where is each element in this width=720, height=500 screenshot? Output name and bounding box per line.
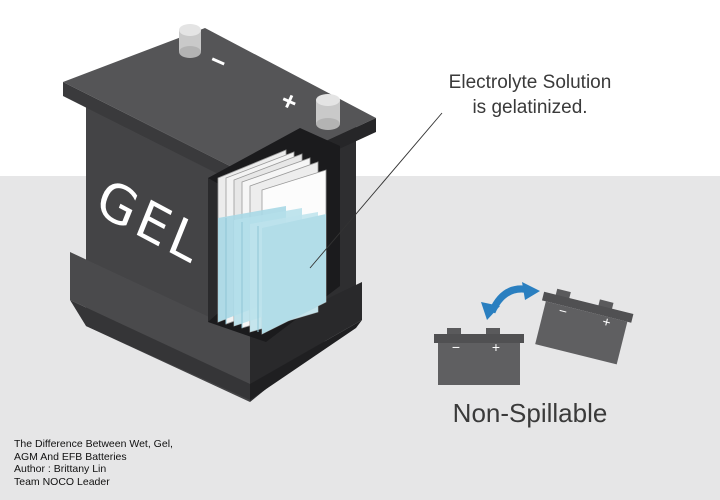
credits-line-2: AGM And EFB Batteries: [14, 450, 127, 463]
small-battery-right: − +: [535, 288, 634, 365]
small-battery-left-top: [434, 334, 524, 343]
credits-line-4: Team NOCO Leader: [14, 475, 110, 488]
battery-base-side-shadow: [250, 320, 362, 400]
small-battery-left-plus: +: [492, 339, 500, 355]
non-spillable-caption: Non-Spillable: [452, 398, 608, 428]
credits-line-1: The Difference Between Wet, Gel,: [14, 438, 173, 450]
battery-lid-front: [63, 82, 250, 190]
small-battery-right-minus: −: [557, 302, 569, 320]
gel-front: [262, 214, 326, 334]
negative-terminal: [179, 24, 201, 58]
battery-base-front-shadow: [70, 300, 250, 400]
callout-leader-line: [309, 112, 443, 269]
source-credits: The Difference Between Wet, Gel, AGM And…: [14, 438, 173, 488]
electrolyte-gel: [218, 206, 326, 334]
gel-battery: − + GEL: [63, 24, 376, 402]
callout-line-1: Electrolyte Solution: [448, 72, 612, 93]
small-battery-left-lug: [486, 328, 500, 336]
callout-line-2: is gelatinized.: [472, 97, 588, 118]
small-battery-left: − +: [434, 328, 524, 385]
electrolyte-callout: Electrolyte Solution is gelatinized.: [400, 70, 660, 120]
credits-line-3: Author : Brittany Lin: [14, 463, 107, 475]
rotation-arrow-icon: [481, 282, 540, 320]
rotation-arrow-head-right: [522, 282, 540, 300]
battery-base-side: [250, 282, 362, 384]
small-battery-left-minus: −: [452, 339, 460, 355]
small-battery-left-lug: [447, 328, 461, 336]
small-battery-right-top: [541, 291, 634, 323]
small-battery-right-plus: +: [601, 313, 613, 331]
battery-base-front: [70, 252, 250, 384]
small-battery-right-body: [535, 301, 628, 365]
positive-terminal: [316, 94, 340, 130]
rotation-arrow-head-left: [481, 302, 500, 320]
small-battery-left-body: [438, 343, 520, 385]
